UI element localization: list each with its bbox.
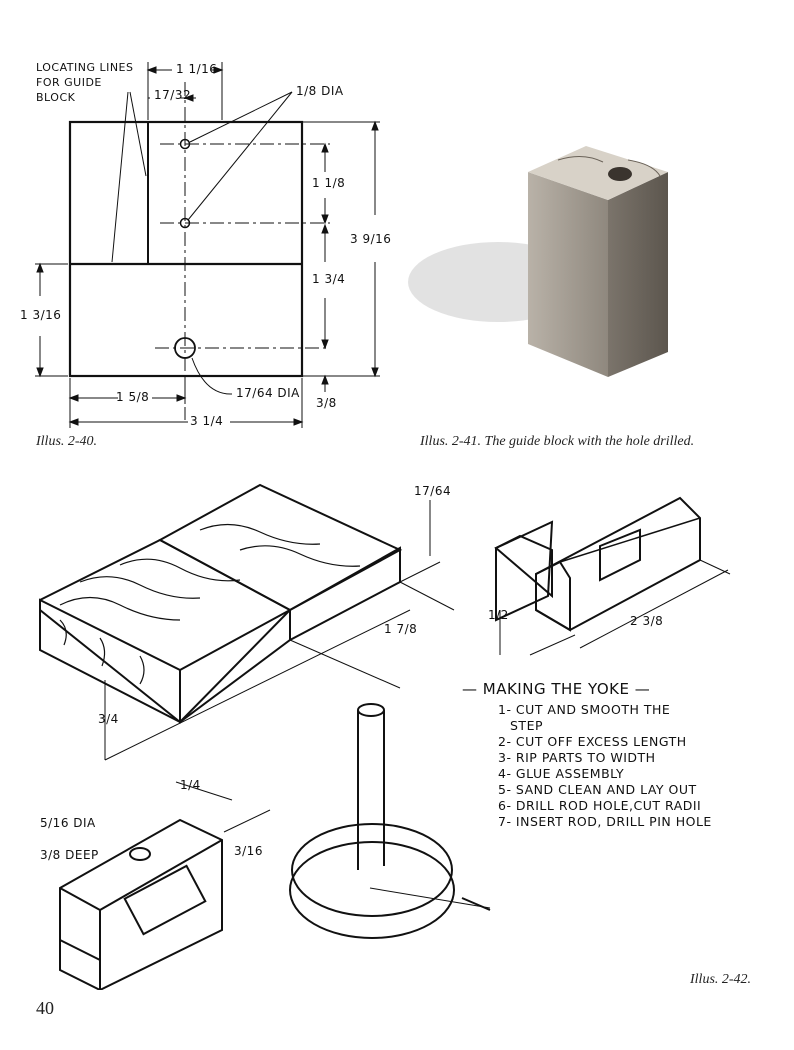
dim-yoke-length: 2 3/8 — [630, 614, 664, 628]
dim-left-height: 1 3/16 — [20, 308, 62, 322]
dim-edge: 3/8 — [316, 396, 337, 410]
locating-lines-note: LOCATING LINES FOR GUIDE BLOCK — [36, 61, 134, 104]
small-hole-label: 1/8 DIA — [296, 84, 344, 98]
dim-total-height: 3 9/16 — [350, 232, 392, 246]
caption-2-40: Illus. 2-40. — [36, 434, 98, 449]
yoke-steps: 1- CUT AND SMOOTH THE STEP 2- CUT OFF EX… — [498, 702, 712, 830]
dim-spacing-lower: 1 3/4 — [312, 272, 346, 286]
dim-spacing-upper: 1 1/8 — [312, 176, 346, 190]
dim-step-length: 1 7/8 — [384, 622, 418, 636]
guide-block-photo — [408, 52, 780, 432]
step-7: 7- INSERT ROD, DRILL PIN HOLE — [498, 814, 712, 829]
dim-bottom-offset: 1 5/8 — [116, 390, 150, 404]
dim-offset: 17/32 — [154, 88, 192, 102]
step-5: 5- SAND CLEAN AND LAY OUT — [498, 782, 697, 797]
step-1-cont: STEP — [510, 718, 544, 733]
dim-thickness: 3/4 — [98, 712, 119, 726]
yoke-drawings — [39, 483, 731, 990]
dim-slot-depth: 3/16 — [234, 844, 263, 858]
dim-slot: 1/4 — [180, 778, 201, 792]
guide-block-drawing — [35, 62, 380, 428]
large-hole-label: 17/64 DIA — [236, 386, 300, 400]
dim-top-width: 1 1/16 — [176, 62, 218, 76]
dim-hole-dia: 5/16 DIA — [40, 816, 96, 830]
dim-yoke-half: 1/2 — [488, 608, 509, 622]
step-1: 1- CUT AND SMOOTH THE — [498, 702, 671, 717]
step-2: 2- CUT OFF EXCESS LENGTH — [498, 734, 687, 749]
step-4: 4- GLUE ASSEMBLY — [498, 766, 625, 781]
dim-bottom-width: 3 1/4 — [190, 414, 224, 428]
caption-2-42: Illus. 2-42. — [690, 972, 752, 987]
caption-2-41: Illus. 2-41. The guide block with the ho… — [420, 434, 695, 449]
step-6: 6- DRILL ROD HOLE,CUT RADII — [498, 798, 702, 813]
dim-step-depth: 17/64 — [414, 484, 452, 498]
page-number: 40 — [36, 998, 54, 1018]
yoke-title: — MAKING THE YOKE — — [462, 680, 651, 698]
dim-hole-deep: 3/8 DEEP — [40, 848, 99, 862]
step-3: 3- RIP PARTS TO WIDTH — [498, 750, 656, 765]
